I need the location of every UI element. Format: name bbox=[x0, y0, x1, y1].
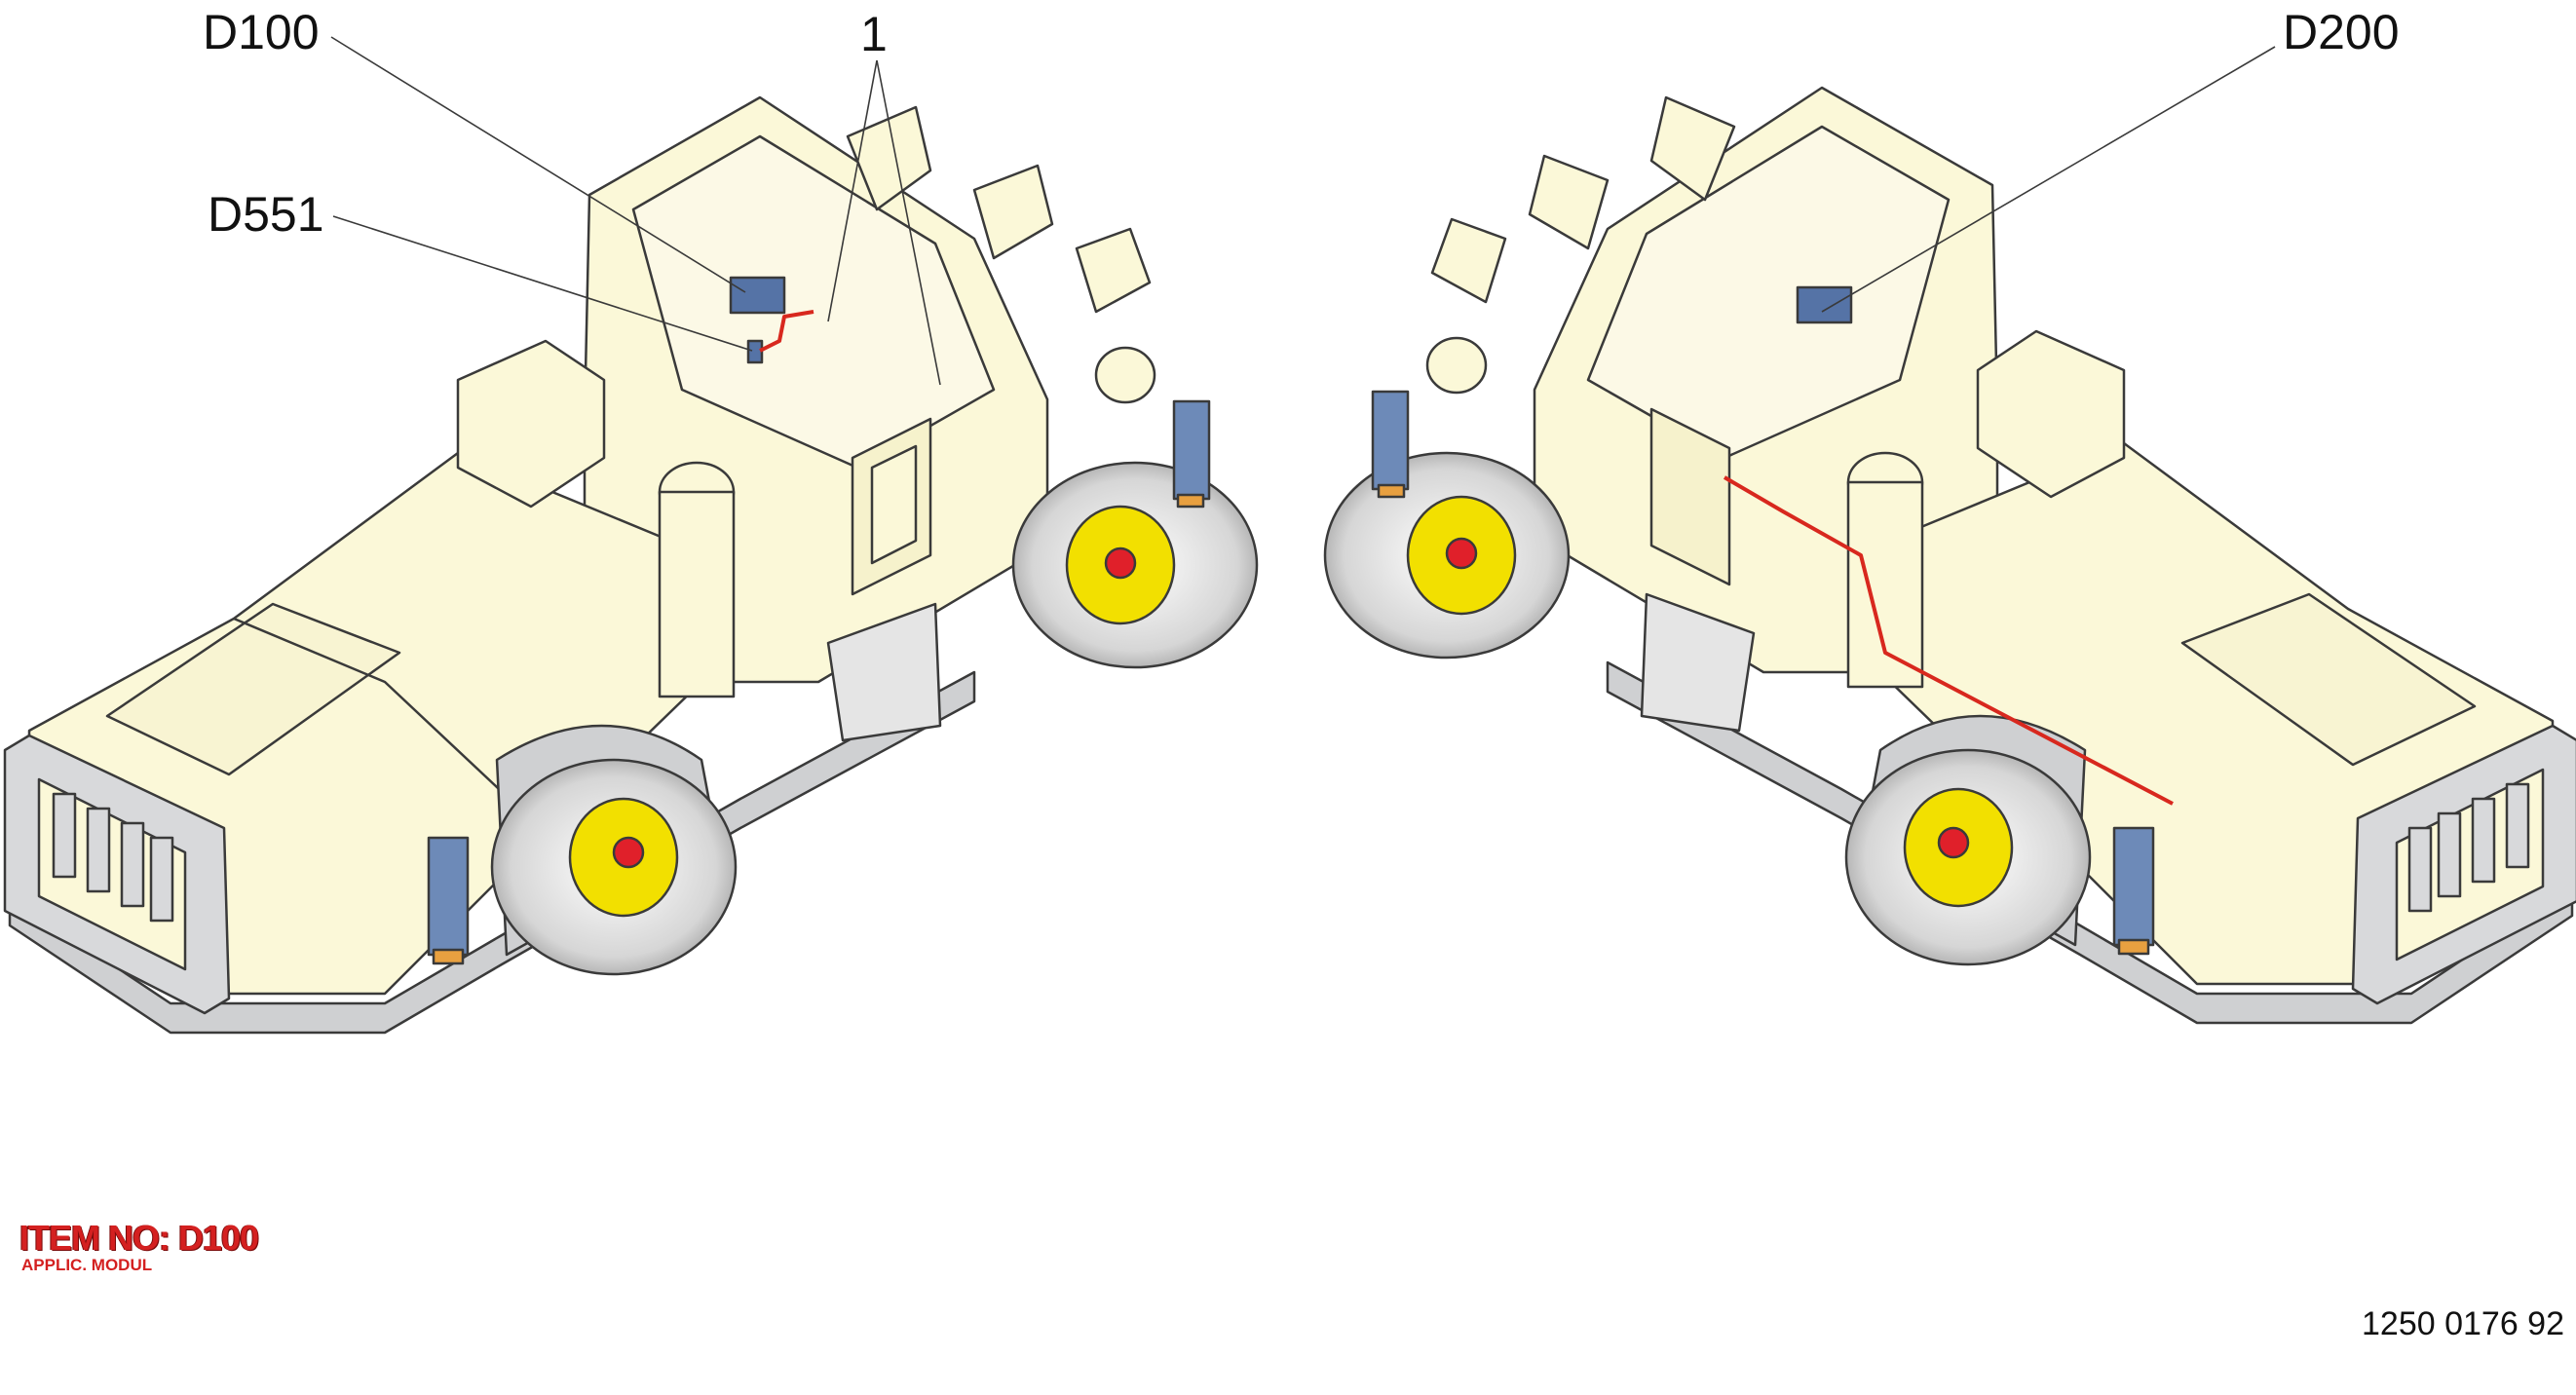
control-module-icon bbox=[729, 276, 786, 315]
grille-bar bbox=[2407, 826, 2433, 913]
arm-bracket bbox=[1430, 217, 1507, 304]
applic-label: APPLIC. MODUL bbox=[21, 1255, 153, 1274]
rear-wheel bbox=[1011, 461, 1259, 669]
hub-center bbox=[1104, 547, 1137, 580]
leader-item1-a bbox=[827, 59, 878, 322]
hood-top-panel bbox=[105, 602, 401, 776]
hood-ridge bbox=[233, 617, 547, 834]
leader-d200 bbox=[1821, 46, 2276, 313]
leader-d100 bbox=[330, 36, 746, 293]
cable bbox=[1723, 475, 2174, 806]
hood-tower bbox=[1976, 329, 2126, 499]
front-wheel bbox=[1844, 748, 2092, 966]
item-number: ITEM NO: D100 bbox=[19, 1218, 259, 1258]
grille-bar bbox=[149, 836, 174, 923]
hub-center bbox=[612, 836, 645, 869]
rear-wheel bbox=[1323, 451, 1571, 660]
arm-bracket bbox=[1528, 154, 1610, 250]
cab-inner-wall bbox=[1586, 125, 1951, 460]
tower-cylinder-body bbox=[1846, 480, 1924, 689]
arm-bracket bbox=[846, 105, 932, 211]
leader-lines bbox=[330, 36, 2276, 386]
chassis-frame bbox=[1606, 660, 2574, 1025]
arm-bracket bbox=[1649, 95, 1736, 202]
stabiliser-jack bbox=[1172, 399, 1211, 501]
arm-bracket bbox=[972, 164, 1054, 260]
callout-d100: D100 bbox=[203, 5, 320, 59]
cylinder-end bbox=[1094, 346, 1156, 404]
grille-bar bbox=[120, 821, 145, 908]
grille-bar bbox=[2437, 811, 2462, 898]
arm-bracket bbox=[1075, 227, 1152, 314]
callout-item-1: 1 bbox=[860, 7, 888, 61]
leader-d551 bbox=[332, 215, 753, 352]
grille-bar bbox=[2471, 797, 2496, 884]
cab-window-inner bbox=[870, 444, 918, 565]
front-wheel bbox=[490, 758, 738, 976]
grille-bar bbox=[52, 792, 77, 879]
leader-item1-b bbox=[876, 59, 941, 386]
grille-bar bbox=[2505, 782, 2530, 869]
stabiliser-jack bbox=[2112, 826, 2155, 947]
hood-tower bbox=[456, 339, 606, 509]
cylinder-end bbox=[1425, 336, 1488, 395]
vehicle-left-view bbox=[3, 95, 1259, 1035]
cable bbox=[759, 310, 814, 353]
jack-base bbox=[1377, 483, 1406, 499]
callout-d551: D551 bbox=[208, 187, 324, 242]
item-block: ITEM NO: D100 APPLIC. MODUL bbox=[19, 1218, 259, 1274]
cab-window bbox=[1649, 407, 1731, 586]
stabiliser-jack bbox=[427, 836, 470, 957]
access-step bbox=[826, 602, 942, 742]
tower-cylinder-body bbox=[658, 490, 736, 698]
grille-bar bbox=[86, 807, 111, 893]
access-step bbox=[1640, 592, 1756, 733]
hub-center bbox=[1937, 826, 1970, 859]
cab-inner-wall bbox=[631, 134, 996, 470]
hub-center bbox=[1445, 537, 1478, 570]
callout-d200: D200 bbox=[2283, 5, 2400, 59]
jack-base bbox=[2117, 938, 2150, 956]
jack-base bbox=[1176, 493, 1205, 509]
chassis-frame bbox=[8, 670, 976, 1035]
stabiliser-jack bbox=[1371, 390, 1410, 491]
jack-base bbox=[432, 948, 465, 965]
control-module-icon bbox=[1796, 285, 1853, 324]
vehicle-right-view bbox=[1323, 86, 2576, 1025]
hood-top-panel bbox=[2180, 592, 2477, 767]
control-module-icon bbox=[746, 339, 764, 364]
drawing-number: 1250 0176 92 bbox=[2362, 1305, 2564, 1342]
